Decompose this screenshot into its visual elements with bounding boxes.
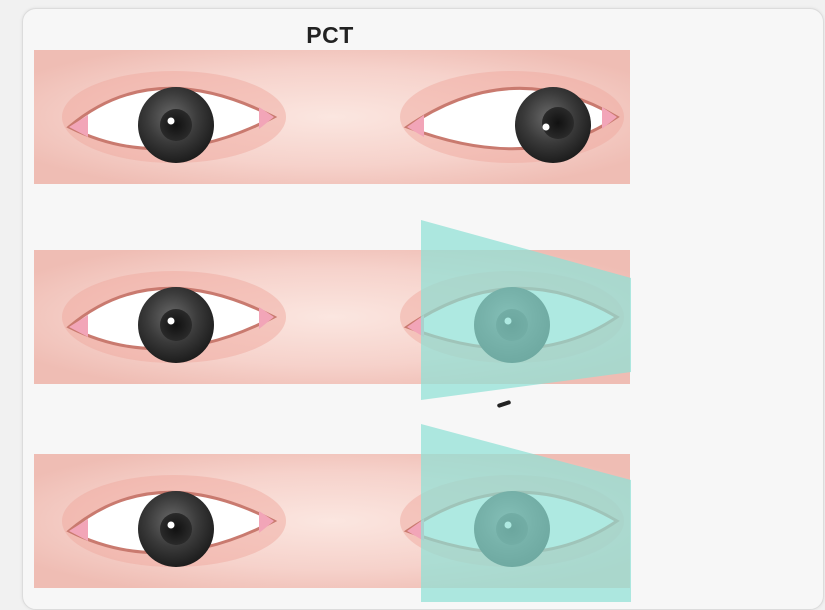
occluder-paddle-lower bbox=[421, 424, 631, 602]
occluder-paddle-upper bbox=[421, 220, 631, 400]
